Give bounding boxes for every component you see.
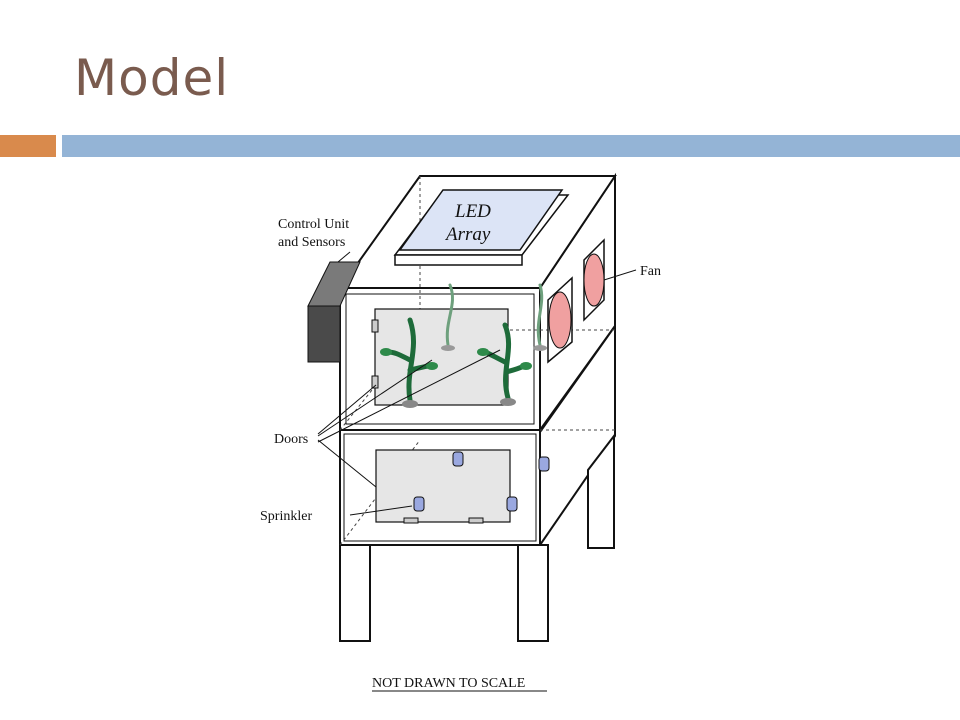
fan-label: Fan: [640, 264, 661, 279]
lower-inner-frame: [343, 433, 537, 542]
front-right-leg: [517, 544, 549, 642]
doors-label: Doors: [274, 432, 308, 447]
callout-lines: [317, 251, 637, 516]
led-array-panel: [398, 189, 564, 251]
control-unit-box: [307, 305, 341, 363]
led-label-line2: Array: [444, 224, 491, 245]
scale-note: NOT DRAWN TO SCALE: [372, 676, 525, 691]
fan-lower: [547, 276, 573, 364]
fan-upper: [583, 238, 605, 322]
slide-title: Model: [74, 49, 230, 107]
sprinkler-label: Sprinkler: [260, 509, 312, 524]
door-hinges: [371, 319, 484, 524]
upper-inner-frame: [345, 293, 535, 425]
lower-door: [375, 449, 511, 523]
accent-bar-orange: [0, 135, 56, 157]
accent-bar-blue: [62, 135, 960, 157]
upper-door: [374, 308, 509, 406]
control-unit-label-line1: Control Unit: [278, 217, 349, 232]
led-label-line1: LED: [454, 201, 491, 222]
sprinklers: [413, 451, 550, 512]
front-left-leg: [339, 544, 371, 642]
back-right-leg: [587, 433, 615, 549]
control-unit-label-line2: and Sensors: [278, 235, 345, 250]
